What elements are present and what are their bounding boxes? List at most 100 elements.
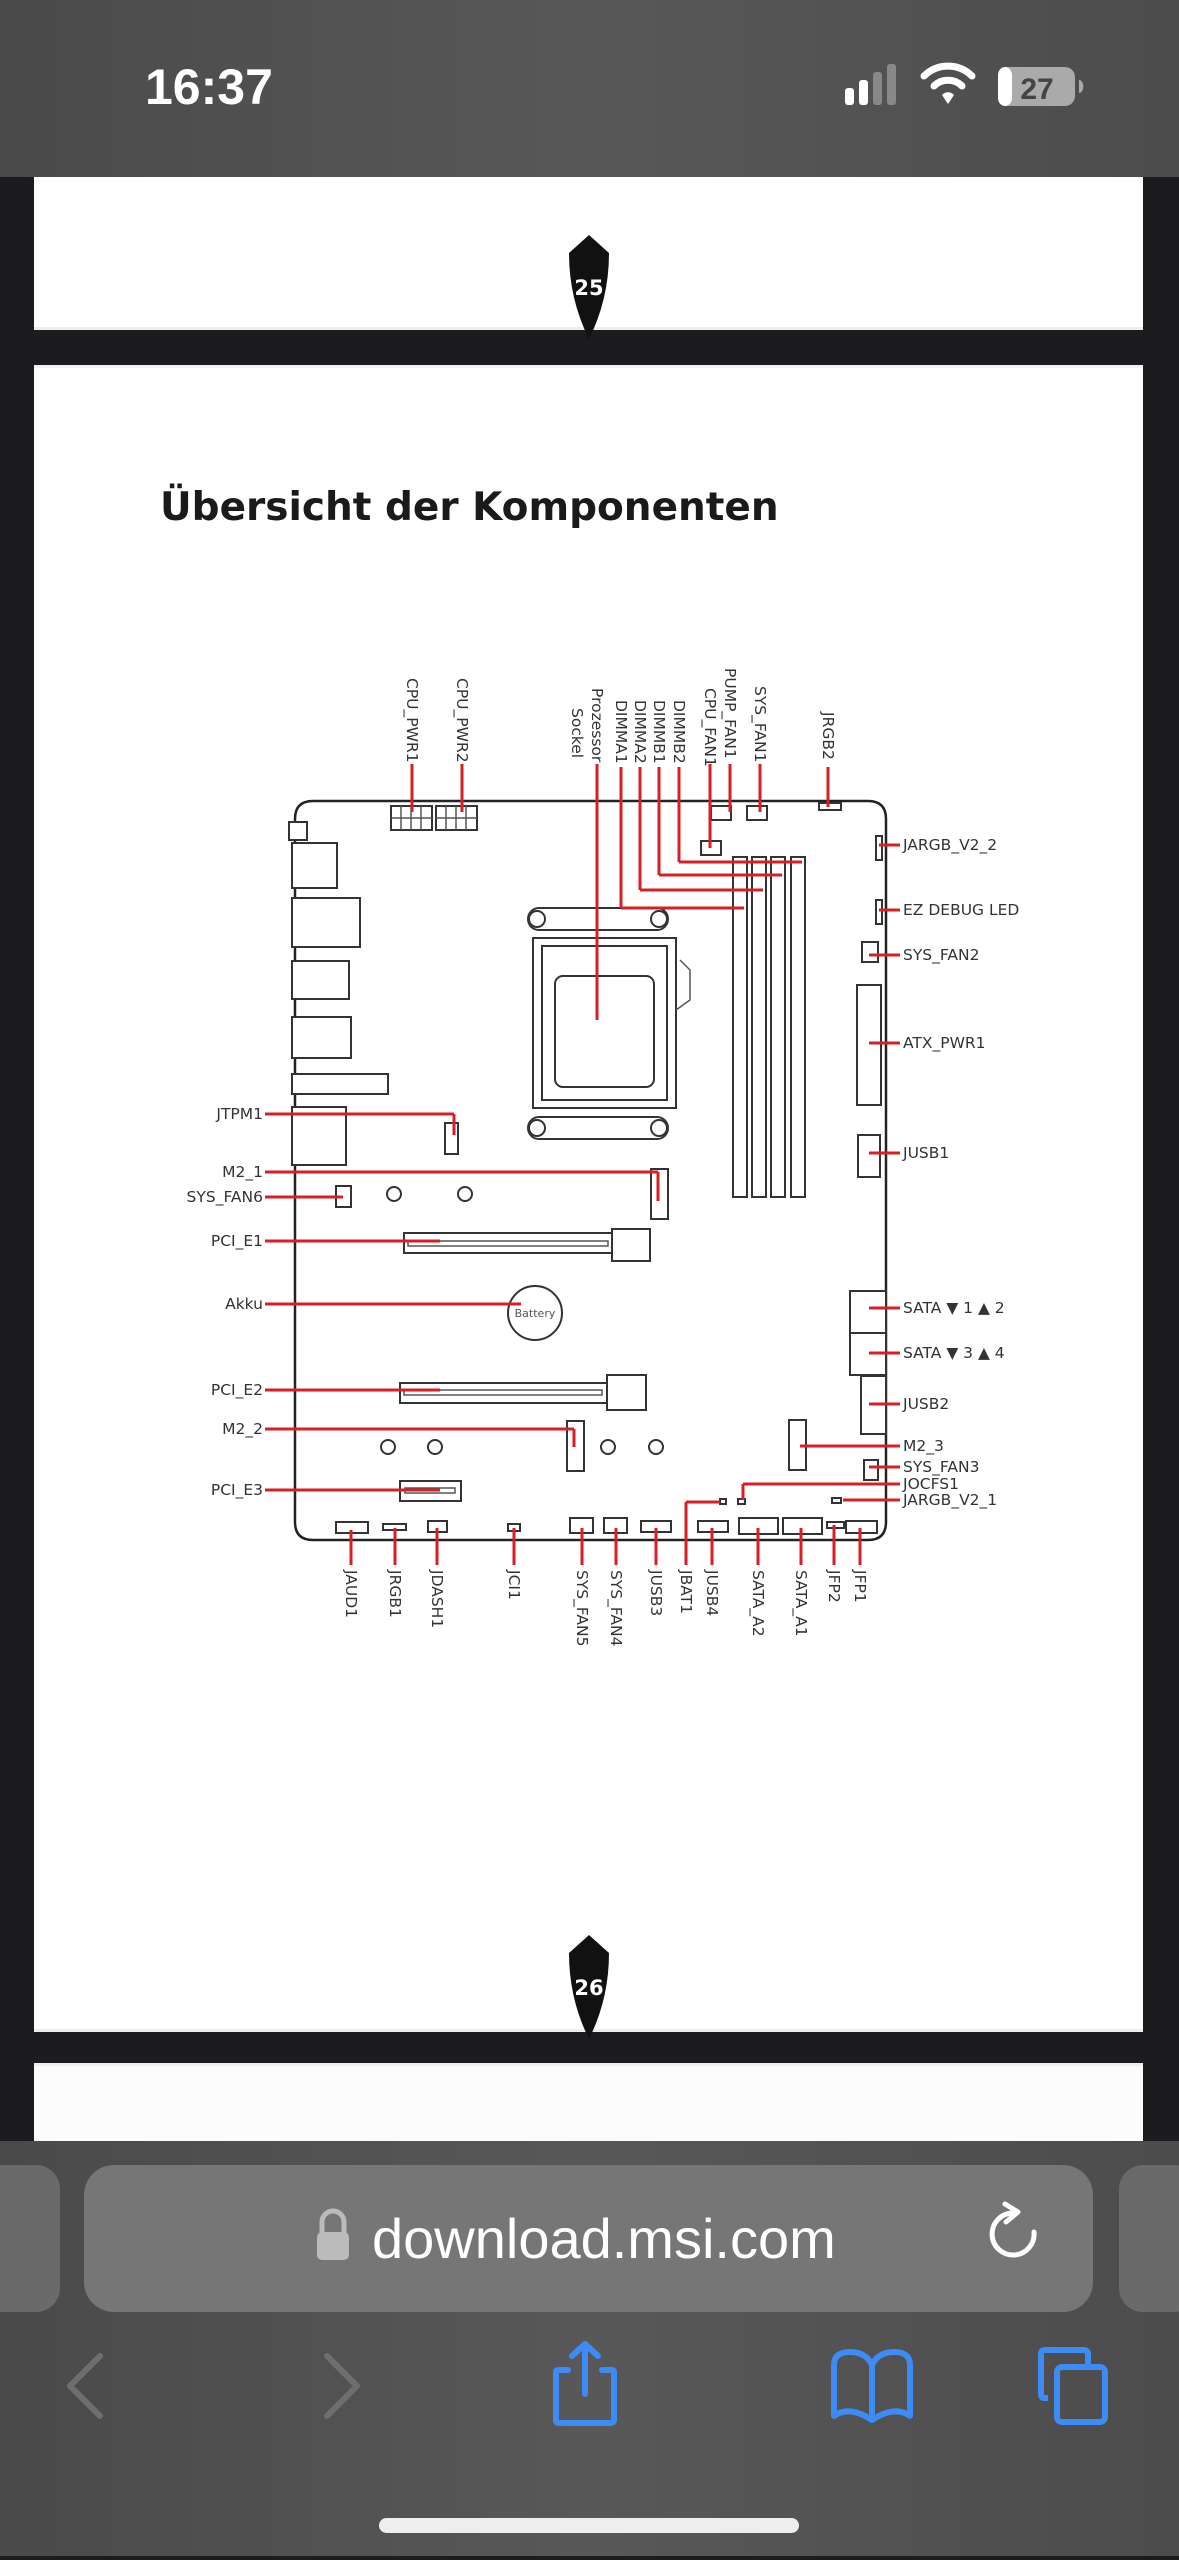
- label-dimma1: DIMMA1: [612, 700, 630, 764]
- label-jfp1: JFP1: [851, 1569, 869, 1603]
- label-dimma2: DIMMA2: [631, 700, 649, 764]
- label-dimmb2: DIMMB2: [670, 700, 688, 764]
- label-ez-debug-led: EZ DEBUG LED: [903, 901, 1019, 919]
- wifi-icon: [920, 62, 976, 104]
- cpu-socket: [527, 907, 691, 1140]
- label-m2-3: M2_3: [903, 1437, 944, 1456]
- label-jci1: JCI1: [505, 1569, 523, 1600]
- label-sys-fan5: SYS_FAN5: [572, 1570, 591, 1646]
- battery-icon: 27: [998, 67, 1084, 106]
- label-sys-fan2: SYS_FAN2: [903, 946, 979, 965]
- cellular-signal-icon: [845, 64, 896, 105]
- share-button[interactable]: [553, 2341, 617, 2426]
- bottom-labels: JAUD1 JRGB1 JDASH1 JCI1 SYS_FAN5 SYS_FAN4 JUSB…: [342, 1569, 869, 1646]
- previous-tab-preview[interactable]: [0, 2165, 60, 2312]
- jusb1-connector: [857, 1134, 881, 1178]
- label-sockel: Sockel: [568, 708, 586, 758]
- battery-label: Battery: [515, 1307, 556, 1320]
- mount-hole: [386, 1186, 402, 1202]
- motherboard-diagram: Battery: [187, 668, 1020, 1646]
- chevron-right-icon: [324, 2353, 360, 2419]
- status-time: 16:37: [145, 59, 273, 115]
- label-sata-a1: SATA_A1: [791, 1570, 810, 1637]
- bookmarks-button[interactable]: [831, 2349, 913, 2423]
- label-jargb-v2-2: JARGB_V2_2: [902, 836, 997, 855]
- label-akku: Akku: [225, 1295, 263, 1313]
- label-jfp2: JFP2: [825, 1569, 843, 1603]
- page-number: 25: [574, 276, 603, 300]
- label-jaud1: JAUD1: [342, 1569, 360, 1618]
- page-number-badge: 25: [569, 235, 609, 339]
- label-jbat1: JBAT1: [677, 1569, 695, 1614]
- page-number-badge: 26: [569, 1935, 609, 2039]
- label-sys-fan3: SYS_FAN3: [903, 1458, 979, 1477]
- label-atx-pwr1: ATX_PWR1: [903, 1034, 986, 1053]
- address-bar[interactable]: download.msi.com: [84, 2165, 1093, 2312]
- pci-e2-slot: [399, 1374, 647, 1411]
- label-cpu-fan1: CPU_FAN1: [700, 688, 719, 767]
- label-jusb3: JUSB3: [647, 1569, 665, 1616]
- label-jargb-v2-1: JARGB_V2_1: [902, 1491, 997, 1510]
- sys-fan1-header: [746, 805, 768, 821]
- back-button[interactable]: [67, 2353, 103, 2419]
- pdf-page-25: 25: [34, 177, 1143, 339]
- label-jrgb2: JRGB2: [819, 711, 837, 760]
- label-pci-e2: PCI_E2: [211, 1381, 263, 1400]
- battery: Battery: [507, 1285, 563, 1341]
- sys-fan2-header: [861, 941, 879, 963]
- book-icon: [831, 2349, 913, 2423]
- next-tab-preview[interactable]: [1119, 2165, 1179, 2312]
- label-jusb4: JUSB4: [703, 1569, 721, 1616]
- jrgb2-header: [818, 802, 842, 811]
- tabs-icon: [1038, 2347, 1108, 2425]
- page-title: Übersicht der Komponenten: [160, 483, 779, 530]
- label-sys-fan1: SYS_FAN1: [750, 686, 769, 762]
- label-pump-fan1: PUMP_FAN1: [720, 668, 739, 759]
- label-m2-1: M2_1: [222, 1163, 263, 1182]
- pump-fan1-header: [710, 805, 732, 821]
- mount-hole: [600, 1439, 616, 1455]
- reload-icon[interactable]: [989, 2201, 1037, 2258]
- home-indicator[interactable]: [379, 2518, 799, 2533]
- lock-icon: [317, 2208, 349, 2260]
- label-jusb2: JUSB2: [902, 1395, 949, 1413]
- rear-io-ports: [288, 821, 389, 1166]
- right-labels: JARGB_V2_2 EZ DEBUG LED SYS_FAN2ATX_PWR1JU…: [902, 836, 1019, 1510]
- ez-debug-led: [875, 899, 883, 925]
- forward-button[interactable]: [324, 2353, 360, 2419]
- share-icon: [553, 2341, 617, 2426]
- left-labels: JTPM1M2_1SYS_FAN6PCI_E1AkkuPCI_E2M2_2PCI…: [187, 1105, 263, 1500]
- label-prozessor: Prozessor: [588, 688, 606, 763]
- label-sata-1-2: SATA ▼ 1 ▲ 2: [903, 1299, 1005, 1317]
- label-jocfs1: JOCFS1: [902, 1475, 959, 1493]
- label-cpu-pwr1: CPU_PWR1: [402, 678, 421, 763]
- label-jusb1: JUSB1: [902, 1144, 949, 1162]
- dimm-slots: [732, 856, 806, 1198]
- bottom-headers: [335, 1497, 878, 1535]
- label-sys-fan4: SYS_FAN4: [606, 1570, 625, 1646]
- label-jdash1: JDASH1: [428, 1569, 446, 1628]
- label-sys-fan6: SYS_FAN6: [187, 1188, 263, 1207]
- pci-e1-slot: [403, 1228, 651, 1262]
- sata-1-2-connector: [849, 1290, 887, 1334]
- chevron-left-icon: [67, 2353, 103, 2419]
- browser-toolbar: download.msi.com: [0, 2141, 1179, 2556]
- mount-hole: [648, 1439, 664, 1455]
- atx-pwr1-connector: [856, 984, 882, 1106]
- sys-fan3-header: [863, 1459, 879, 1481]
- pdf-page-26: Übersicht der Komponenten: [34, 365, 1143, 2039]
- status-bar: 16:37 27: [0, 0, 1179, 177]
- label-jtpm1: JTPM1: [215, 1105, 263, 1123]
- label-pci-e3: PCI_E3: [211, 1481, 263, 1500]
- cpu-pwr2-connector: [435, 805, 478, 831]
- label-sata-3-4: SATA ▼ 3 ▲ 4: [903, 1344, 1005, 1362]
- label-cpu-pwr2: CPU_PWR2: [452, 678, 471, 763]
- label-pci-e1: PCI_E1: [211, 1232, 263, 1251]
- label-dimmb1: DIMMB1: [650, 700, 668, 764]
- mount-hole: [427, 1439, 443, 1455]
- tabs-button[interactable]: [1038, 2347, 1108, 2425]
- label-sata-a2: SATA_A2: [748, 1570, 767, 1637]
- label-jrgb1: JRGB1: [386, 1569, 404, 1618]
